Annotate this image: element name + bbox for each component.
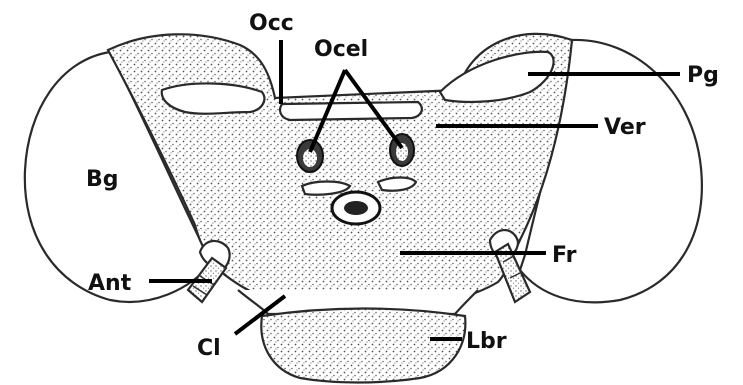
label-pg: Pg [687,63,719,88]
left-ocellus [297,140,323,172]
label-ant: Ant [88,271,132,296]
median-ocellus [332,192,380,224]
label-occ: Occ [249,11,294,36]
labrum [261,309,465,383]
left-postgenal-window [162,83,265,113]
label-ver: Ver [604,115,646,140]
label-cl: Cl [197,336,221,361]
label-ocel: Ocel [314,37,368,62]
occipital-window [280,102,422,120]
label-fr: Fr [552,243,577,268]
label-bg: Bg [86,167,119,192]
label-lbr: Lbr [466,329,507,354]
